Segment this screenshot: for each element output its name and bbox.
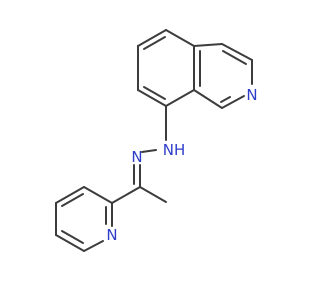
hydrazone-nh-label: NH xyxy=(163,141,186,159)
bond xyxy=(221,95,245,109)
pyridine-nitrogen-label: N xyxy=(106,226,117,244)
bond xyxy=(137,29,167,47)
hydrazone-linker xyxy=(111,105,167,204)
molecule-structure: N NH N N xyxy=(55,29,258,252)
bond xyxy=(220,96,231,103)
bond xyxy=(139,186,167,203)
hydrazone-nitrogen-label: N xyxy=(131,148,142,166)
bond xyxy=(55,186,85,204)
bond xyxy=(193,43,223,47)
bond xyxy=(61,193,84,207)
bond xyxy=(165,89,195,107)
bond xyxy=(193,89,223,109)
bond xyxy=(137,89,167,107)
bond xyxy=(83,240,104,252)
bond xyxy=(165,29,195,47)
bond xyxy=(141,149,157,153)
bond xyxy=(61,230,84,244)
quinoline-benzo-ring xyxy=(137,29,195,107)
bond xyxy=(221,43,253,61)
bond xyxy=(83,186,113,204)
bond xyxy=(55,234,85,252)
bond xyxy=(222,50,247,65)
quinoline-pyridine-ring xyxy=(193,43,253,109)
pyridine-ring xyxy=(55,186,113,252)
bond xyxy=(143,36,166,50)
quinoline-nitrogen-label: N xyxy=(246,86,257,104)
bond xyxy=(111,186,141,204)
bond xyxy=(143,86,166,100)
